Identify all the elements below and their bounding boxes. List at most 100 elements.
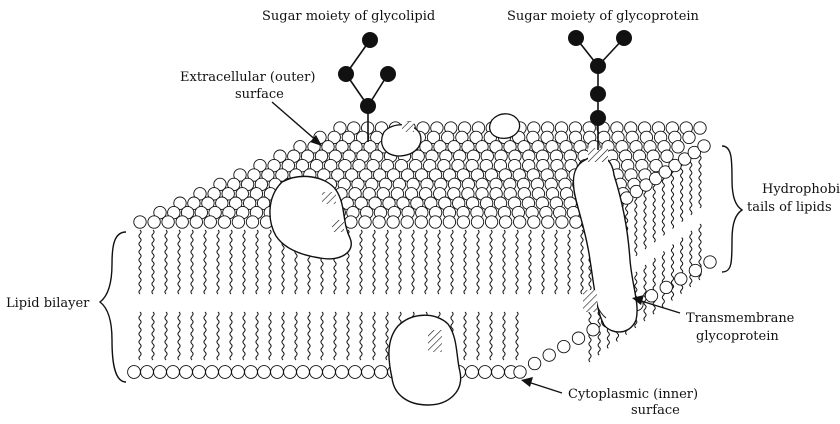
lipid-tail xyxy=(217,230,219,294)
lipid-tail xyxy=(204,230,206,294)
lipid-head xyxy=(401,216,413,228)
lipid-tail xyxy=(230,230,232,294)
lipid-tail xyxy=(256,230,258,294)
lipid-tail xyxy=(282,312,284,360)
lipid-head xyxy=(694,122,706,134)
lipid-bilayer-bracket xyxy=(100,232,126,382)
transmembrane-label-line2: glycoprotein xyxy=(696,329,779,344)
hydrophobic-label-line2: tails of lipids xyxy=(747,200,832,215)
lipid-tail xyxy=(165,230,167,294)
lipid-head xyxy=(514,216,526,228)
lipid-head xyxy=(154,366,167,379)
lipid-bilayer-label: Lipid bilayer xyxy=(6,296,90,311)
lipid-tail xyxy=(139,230,141,294)
lipid-tail xyxy=(464,312,466,360)
lipid-head xyxy=(479,366,492,379)
lipid-head xyxy=(148,216,160,228)
lipid-head xyxy=(323,366,336,379)
extracellular-label-line1: Extracellular (outer) xyxy=(180,70,315,85)
lipid-tail xyxy=(373,312,375,360)
lipid-head xyxy=(246,216,258,228)
lipid-head xyxy=(373,216,385,228)
lipid-tail xyxy=(699,148,701,208)
lipid-head xyxy=(218,216,230,228)
lipid-head xyxy=(128,366,141,379)
lipid-head xyxy=(176,216,188,228)
lipid-head xyxy=(336,366,349,379)
lipid-tail xyxy=(334,312,336,360)
lipid-head xyxy=(190,216,202,228)
lipid-head xyxy=(232,366,245,379)
glycolipid-sugar-label: Sugar moiety of glycolipid xyxy=(262,9,435,24)
lipid-tail xyxy=(308,312,310,360)
lipid-tail xyxy=(165,312,167,360)
lipid-head xyxy=(542,216,554,228)
lipid-head xyxy=(362,366,375,379)
extracellular-label-line2: surface xyxy=(235,87,284,102)
lipid-head xyxy=(558,340,570,352)
lipid-head xyxy=(349,366,362,379)
lipid-tail xyxy=(152,312,154,360)
lipid-tail xyxy=(373,230,375,294)
lipid-tail xyxy=(399,230,401,294)
lipid-head xyxy=(297,366,310,379)
lipid-head xyxy=(514,366,526,378)
lipid-head xyxy=(543,349,555,361)
lipid-head xyxy=(232,216,244,228)
lipid-tail xyxy=(671,245,673,301)
lipid-head xyxy=(457,216,469,228)
lipid-tail xyxy=(516,230,518,294)
lipid-head xyxy=(134,216,146,228)
lipid-tail xyxy=(690,231,692,287)
surface-protein-small-2 xyxy=(490,114,520,138)
lipid-head xyxy=(245,366,258,379)
lipid-tail xyxy=(386,230,388,294)
lipid-tail xyxy=(653,182,655,242)
lipid-tail xyxy=(269,312,271,360)
lipid-head xyxy=(271,366,284,379)
lipid-tail xyxy=(191,312,193,360)
lipid-tail xyxy=(243,230,245,294)
lipid-tail xyxy=(477,230,479,294)
lipid-head xyxy=(698,140,710,152)
lipid-head xyxy=(443,216,455,228)
lipid-head xyxy=(492,366,505,379)
lipid-head xyxy=(499,216,511,228)
lipid-head xyxy=(284,366,297,379)
lipid-tail xyxy=(139,312,141,360)
hydrophobic-bracket xyxy=(722,146,742,272)
lipid-tail xyxy=(191,230,193,294)
cytoplasmic-label-line2: surface xyxy=(631,403,680,418)
lipid-head xyxy=(429,216,441,228)
lipid-tail xyxy=(269,230,271,294)
lipid-tail xyxy=(451,230,453,294)
lipid-head xyxy=(141,366,154,379)
lipid-tail xyxy=(152,230,154,294)
lipid-tail xyxy=(412,230,414,294)
lipid-tail xyxy=(321,312,323,360)
lipid-head xyxy=(167,366,180,379)
lipid-head xyxy=(258,366,271,379)
transmembrane-label-line1: Transmembrane xyxy=(686,311,795,326)
lipid-tail xyxy=(477,312,479,360)
extracellular-pointer xyxy=(272,102,322,146)
lipid-tail xyxy=(581,230,583,294)
lipid-head xyxy=(660,281,672,293)
lipid-tail xyxy=(644,189,646,249)
lipid-head xyxy=(556,216,568,228)
lipid-tail xyxy=(529,230,531,294)
cytoplasmic-label-line1: Cytoplasmic (inner) xyxy=(568,387,698,402)
glycoprotein-sugar-label: Sugar moiety of glycoprotein xyxy=(507,9,700,24)
lipid-head xyxy=(675,273,687,285)
lipid-tail xyxy=(490,230,492,294)
lipid-head xyxy=(528,216,540,228)
lipid-tail xyxy=(438,230,440,294)
lipid-head xyxy=(310,366,323,379)
lipid-tail xyxy=(490,312,492,360)
integral-protein-bottom xyxy=(389,315,461,405)
lipid-head xyxy=(689,264,701,276)
lipid-tail xyxy=(662,175,664,235)
lipid-tail xyxy=(503,230,505,294)
lipid-head xyxy=(375,366,388,379)
